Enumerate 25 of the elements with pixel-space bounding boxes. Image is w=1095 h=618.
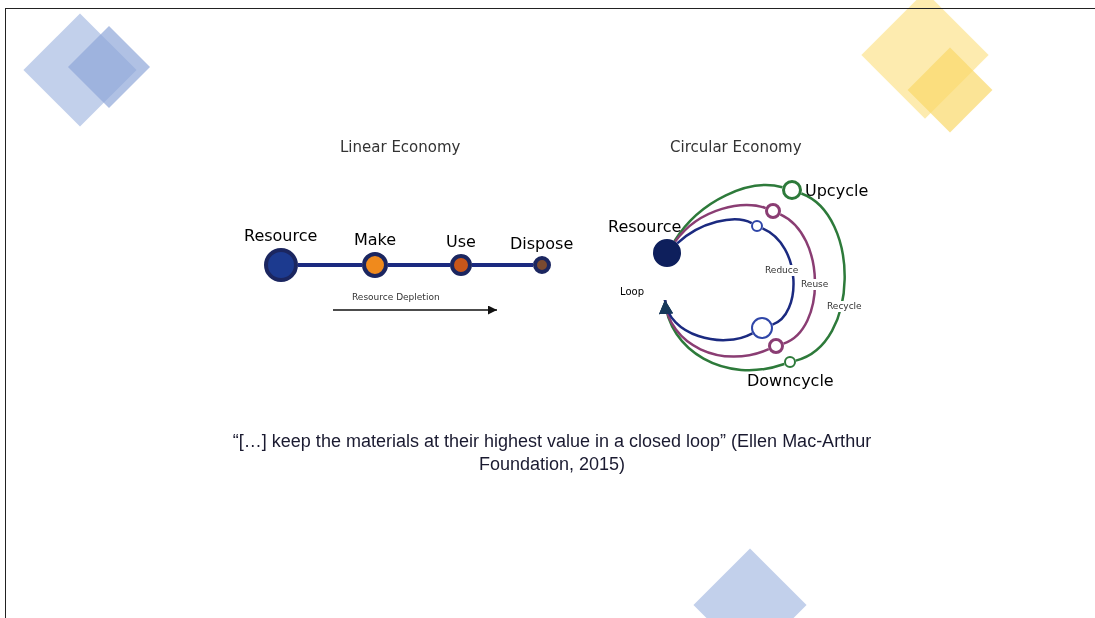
connector-line — [298, 263, 362, 267]
connector-line — [761, 227, 795, 326]
node-label: Dispose — [510, 234, 574, 253]
node-label: Make — [354, 230, 397, 249]
heading: Circular Economy — [670, 138, 802, 156]
node-label: Downcycle — [747, 371, 834, 390]
connector-line — [472, 263, 533, 267]
heading: Linear Economy — [340, 138, 461, 156]
connector-line — [676, 218, 753, 245]
arrow — [661, 299, 753, 342]
connector-line — [674, 203, 766, 243]
edge-label: Reduce — [764, 265, 800, 276]
edge-label: Recycle — [826, 301, 863, 312]
connector-line — [795, 192, 846, 362]
node-label: Loop — [620, 285, 645, 299]
edge-label: Reuse — [800, 279, 830, 290]
connector-line — [673, 183, 783, 242]
node-label: Upcycle — [805, 180, 869, 200]
caption: “[…] keep the materials at their highest value in a closed loop” (Ellen Mac-Arthur Foundation, 2015) — [231, 430, 873, 476]
node-label: Resource — [244, 226, 318, 245]
node-label: Use — [446, 232, 476, 251]
node-label: Resource — [608, 217, 682, 236]
arrow-label: Resource Depletion — [352, 292, 440, 302]
connector-line — [388, 263, 450, 267]
connector-line — [779, 213, 817, 345]
